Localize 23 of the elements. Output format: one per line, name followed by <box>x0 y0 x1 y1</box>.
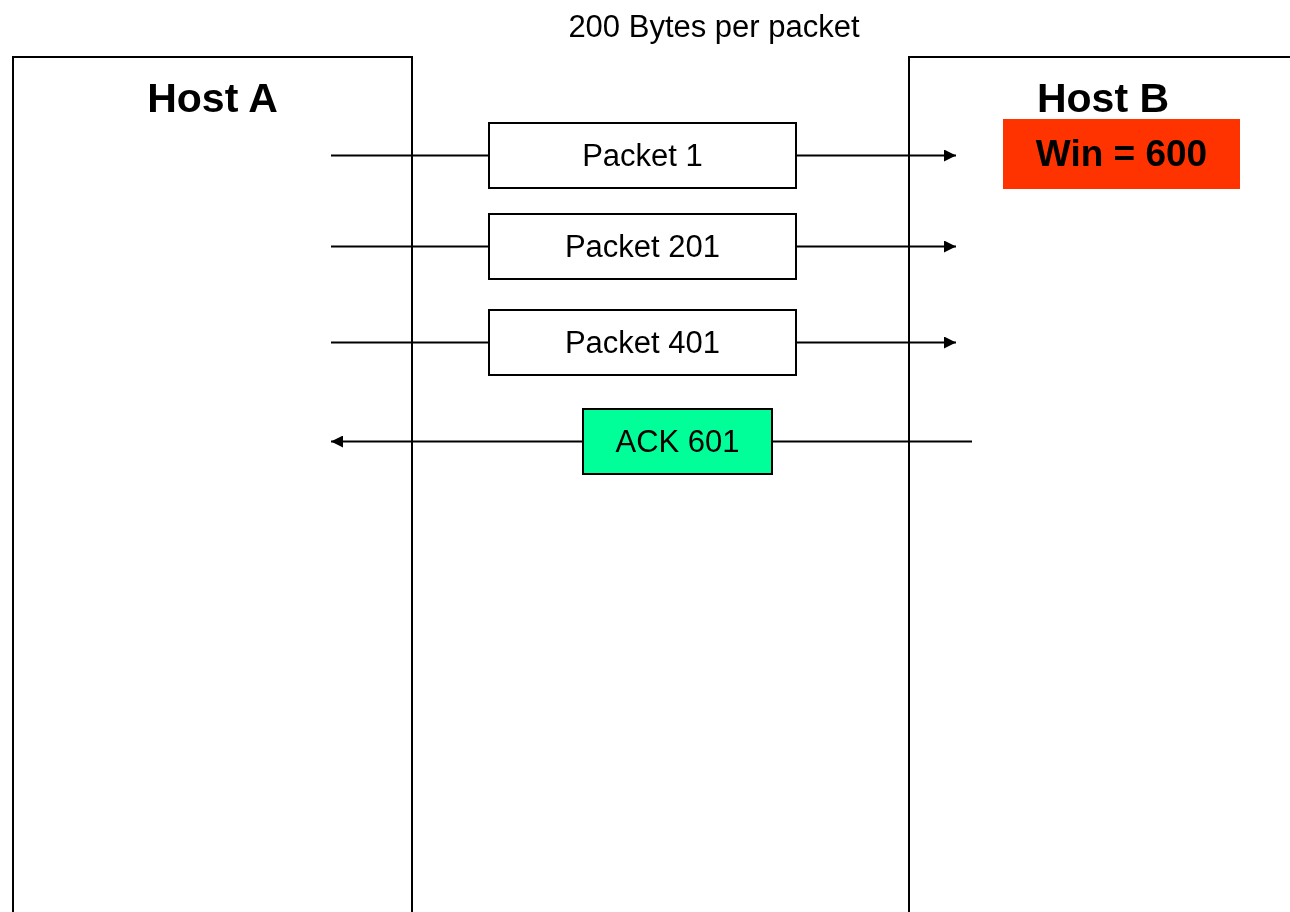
window-size-box <box>1003 119 1240 189</box>
packet-label: Packet 201 <box>564 228 721 265</box>
packet-label: ACK 601 <box>615 423 740 460</box>
host-panel <box>12 56 413 912</box>
window-size-label: Win = 600 <box>1035 133 1208 175</box>
packet-label: Packet 401 <box>564 324 721 361</box>
arrow <box>796 336 957 349</box>
host-panel <box>908 56 1290 912</box>
diagram-title: 200 Bytes per packet <box>567 8 861 46</box>
arrow <box>796 149 957 162</box>
host-label: Host B <box>1035 74 1171 122</box>
connector-line <box>330 154 489 157</box>
packet-box <box>488 309 797 376</box>
host-label: Host A <box>146 74 279 122</box>
ack-box <box>582 408 773 475</box>
connector-line <box>772 440 973 443</box>
packet-label: Packet 1 <box>582 137 703 174</box>
connector-line <box>330 341 489 344</box>
packet-box <box>488 213 797 280</box>
packet-box <box>488 122 797 189</box>
connector-line <box>330 245 489 248</box>
arrow <box>796 240 957 253</box>
arrow <box>330 435 583 448</box>
